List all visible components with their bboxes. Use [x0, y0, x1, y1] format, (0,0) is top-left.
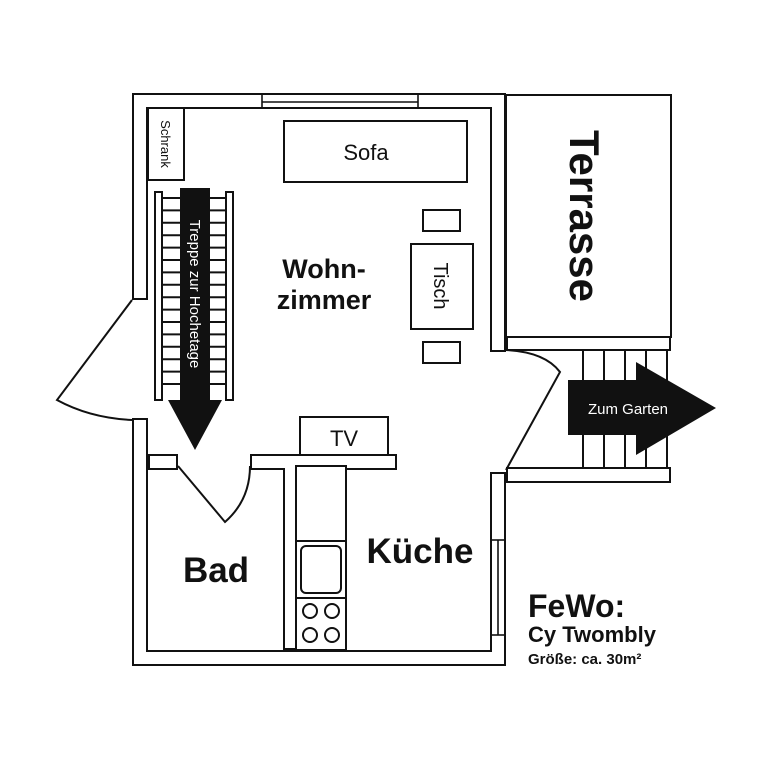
sofa-label: Sofa	[343, 140, 389, 165]
entrance-door	[55, 299, 133, 421]
terrace-label: Terrasse	[561, 130, 608, 302]
table-label: Tisch	[429, 262, 451, 309]
stove-burner	[302, 603, 318, 619]
sink	[300, 545, 342, 594]
stairs-arrow: Treppe zur Hochetage	[168, 188, 222, 450]
stove-burner	[324, 627, 340, 643]
stove-burner	[324, 603, 340, 619]
bath-door	[177, 465, 251, 524]
chair	[422, 341, 461, 364]
garden-arrow-label: Zum Garten	[588, 401, 668, 418]
sofa	[283, 120, 468, 183]
info-size: Größe: ca. 30m²	[528, 651, 641, 668]
walls	[132, 93, 671, 666]
tv	[299, 416, 389, 456]
garden-arrow: Zum Garten	[568, 362, 716, 455]
tv-label: TV	[330, 426, 358, 451]
bath-label: Bad	[183, 551, 249, 590]
info-name: Cy Twombly	[528, 622, 657, 647]
stove-burner	[302, 627, 318, 643]
kitchen-counter	[295, 465, 347, 651]
wardrobe-label: Schrank	[158, 120, 173, 168]
kitchen-label: Küche	[367, 532, 474, 571]
terrace-door	[505, 349, 562, 471]
table	[410, 243, 474, 330]
wardrobe	[147, 107, 185, 181]
stairs-arrow-label: Treppe zur Hochetage	[186, 220, 203, 369]
terrace-area	[505, 94, 672, 338]
doors	[55, 299, 562, 524]
info-title: FeWo:	[528, 588, 625, 624]
living-room-label: Wohn-zimmer	[277, 254, 372, 315]
chair	[422, 209, 461, 232]
